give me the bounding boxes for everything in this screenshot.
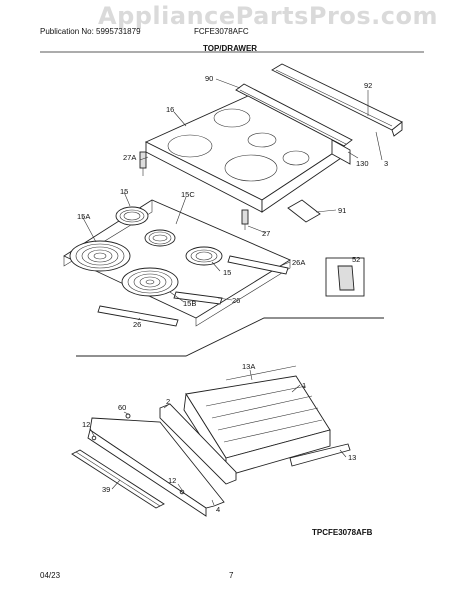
rear-trim-part [271,63,403,137]
burner-element-15c [144,229,176,247]
callout-3: 3 [384,159,388,168]
hinge-left-part [139,151,147,176]
side-bracket-part [331,139,351,165]
watermark: AppliancePartsPros.com [98,2,438,30]
callout-1: 1 [302,381,306,390]
burner-element-15a [69,240,131,272]
rail-26-bottom-part [97,305,179,327]
leader-lines [81,78,383,506]
callout-2: 2 [166,397,170,406]
rail-26a-part [227,255,289,275]
burner-element-15-top [115,206,149,226]
drawer-rail-13a-part [225,365,297,381]
screw-60-icon [125,413,131,419]
callout-26a: 26A [292,258,305,267]
element-bracket-part [287,199,321,223]
section-title: TOP/DRAWER [203,44,258,53]
callout-12-top: 12 [82,420,90,429]
callout-12-bottom: 12 [168,476,176,485]
burner-element-15b [121,267,179,297]
callout-26-right: 26 [232,296,240,305]
callout-4: 4 [216,505,220,514]
callout-52: 52 [352,255,360,264]
hinge-right-part [241,209,249,230]
publication-number: Publication No: 5995731879 [40,27,141,36]
callout-15a: 15A [77,212,90,221]
callout-15b: 15B [183,299,196,308]
footer-date: 04/23 [40,571,61,580]
drawer-rail-13-part [289,443,351,467]
burner-element-15-right [185,246,223,266]
callout-27: 27 [262,229,270,238]
callout-26-bottom: 26 [133,320,141,329]
section-divider [76,317,384,357]
screw-12-top-icon [91,435,97,441]
callout-13a: 13A [242,362,255,371]
rail-26-right-part [173,291,223,305]
callout-13: 13 [348,453,356,462]
callout-60: 60 [118,403,126,412]
callout-91: 91 [338,206,346,215]
callout-92: 92 [364,81,372,90]
page-number: 7 [229,571,234,580]
callout-39: 39 [102,485,110,494]
callout-16: 16 [166,105,174,114]
screw-12-bottom-icon [179,489,185,495]
callout-130: 130 [356,159,369,168]
callout-15c: 15C [181,190,195,199]
drawer-panel-2-part [159,403,237,485]
drawer-handle-part [71,449,165,509]
callout-15-top: 15 [120,187,128,196]
model-number: FCFE3078AFC [194,27,249,36]
callout-27a: 27A [123,153,136,162]
drawer-front-part [87,417,225,517]
diagram-id: TPCFE3078AFB [312,528,373,537]
callout-90: 90 [205,74,213,83]
callout-15-right: 15 [223,268,231,277]
cooktop-glass-part [144,95,345,213]
boxed-part-52 [325,257,365,297]
